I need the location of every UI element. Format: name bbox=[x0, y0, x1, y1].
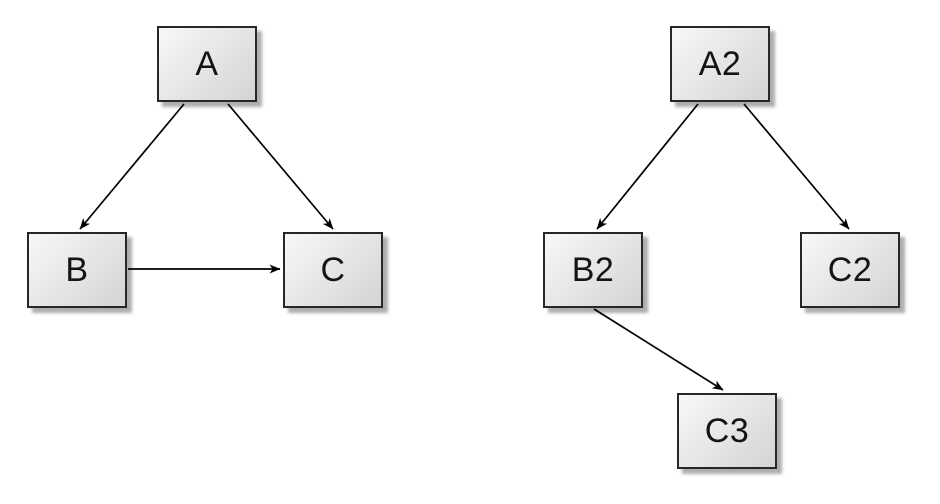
node-A: A bbox=[157, 26, 257, 102]
edge-A2-C2 bbox=[743, 103, 850, 230]
node-label-A: A bbox=[195, 45, 219, 83]
node-A2: A2 bbox=[670, 26, 770, 102]
edge-A2-B2 bbox=[596, 103, 699, 230]
node-C: C bbox=[283, 232, 383, 308]
node-B: B bbox=[27, 232, 127, 308]
node-label-C3: C3 bbox=[704, 412, 750, 450]
edge-A-C bbox=[227, 103, 334, 230]
node-label-B: B bbox=[65, 251, 89, 289]
node-C2: C2 bbox=[800, 232, 900, 308]
node-label-C2: C2 bbox=[827, 251, 873, 289]
node-C3: C3 bbox=[677, 393, 777, 469]
node-label-B2: B2 bbox=[571, 251, 615, 289]
node-label-A2: A2 bbox=[698, 45, 742, 83]
edges-group bbox=[79, 103, 850, 391]
node-B2: B2 bbox=[543, 232, 643, 308]
edge-A-B bbox=[79, 103, 185, 230]
edge-B2-C3 bbox=[593, 308, 724, 391]
node-label-C: C bbox=[320, 251, 346, 289]
